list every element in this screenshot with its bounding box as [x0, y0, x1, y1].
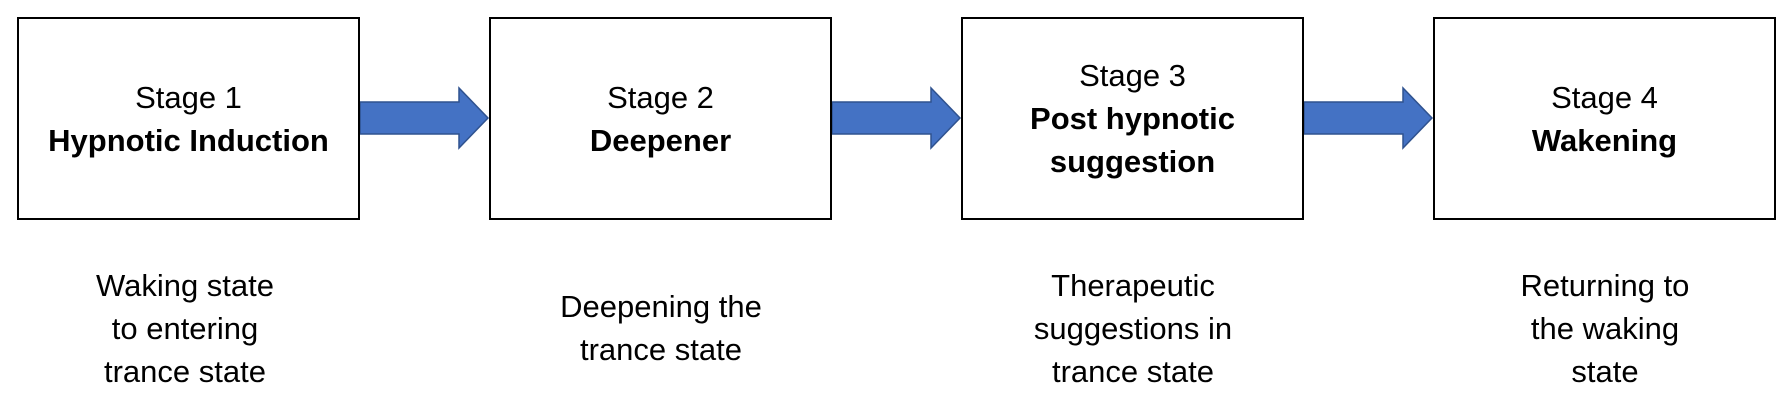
stage-4-description: Returning to the waking state — [1520, 267, 1690, 389]
stage-2-box: Stage 2 Deepener — [489, 17, 832, 220]
stage-2-name: Deepener — [589, 122, 732, 158]
stage-3-box: Stage 3 Post hypnotic suggestion — [961, 17, 1304, 220]
stage-3-label: Stage 3 — [1079, 58, 1186, 93]
arrow-3-icon — [1304, 86, 1434, 150]
arrow-2-icon — [832, 86, 962, 150]
stage-1-label: Stage 1 — [135, 79, 242, 115]
stage-3-name: Post hypnotic suggestion — [1030, 101, 1235, 179]
stage-1-name: Hypnotic Induction — [48, 122, 329, 158]
stage-1-description: Waking state to entering trance state — [95, 267, 275, 389]
stage-4-name: Wakening — [1531, 122, 1678, 158]
stage-1-box: Stage 1 Hypnotic Induction — [17, 17, 360, 220]
stage-4-label: Stage 4 — [1551, 79, 1658, 115]
stage-3-description: Therapeutic suggestions in trance state — [1033, 267, 1233, 389]
stage-4-box: Stage 4 Wakening — [1433, 17, 1776, 220]
stage-2-description: Deepening the trance state — [560, 289, 762, 367]
stage-2-label: Stage 2 — [607, 79, 714, 115]
arrow-1-icon — [360, 86, 490, 150]
